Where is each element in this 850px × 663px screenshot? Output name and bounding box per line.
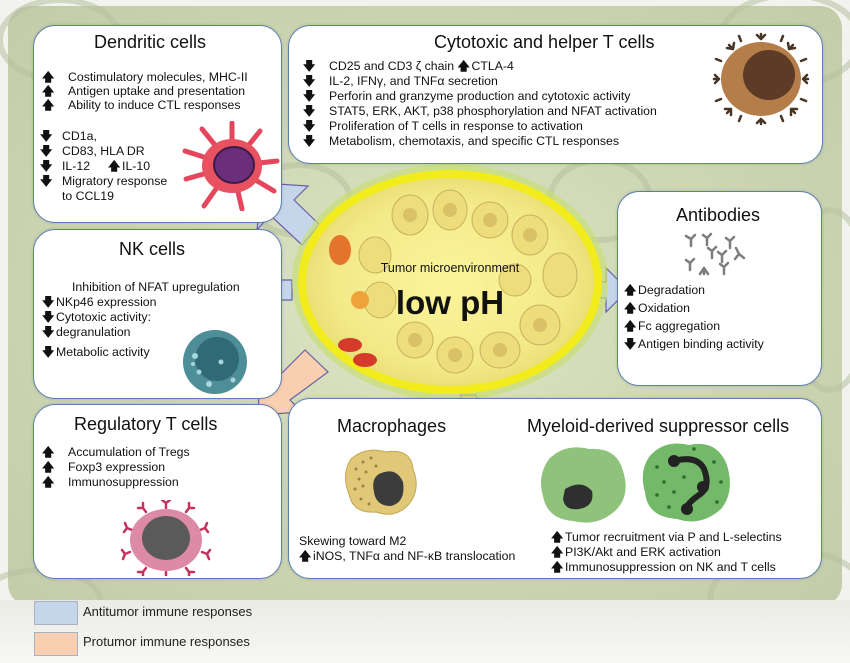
arrow-down-icon: 🡇	[303, 119, 316, 133]
list-item: 🡇IL-12🡅IL-10	[40, 159, 151, 173]
dendritic-cells-box: Dendritic cells 🡅Costimulatory molecules…	[33, 25, 282, 223]
list-item: 🡇Migratory response	[40, 174, 168, 188]
list-item: 🡇CD25 and CD3 ζ chain 🡅CTLA-4	[303, 59, 514, 73]
arrow-up-icon: 🡅	[42, 475, 55, 489]
arrow-down-icon: 🡇	[40, 144, 53, 158]
list-item: 🡅Foxp3 expression	[42, 460, 166, 474]
arrow-down-icon: 🡇	[303, 59, 316, 73]
list-item: 🡇Metabolic activity	[42, 345, 150, 359]
list-item: 🡇Metabolism, chemotaxis, and specific CT…	[303, 134, 620, 148]
list-item: 🡇CD83, HLA DR	[40, 144, 145, 158]
treg-cell-icon	[120, 500, 212, 576]
list-item: 🡅Fc aggregation	[624, 319, 721, 333]
list-item: 🡅Oxidation	[624, 301, 690, 315]
arrow-down-icon: 🡇	[40, 129, 53, 143]
arrow-down-icon: 🡇	[42, 295, 55, 309]
legend-label-antitumor: Antitumor immune responses	[83, 604, 253, 619]
macrophages-mdsc-box: Macrophages Myeloid-derived suppressor c…	[288, 398, 822, 579]
nk-cells-box: NK cells Inhibition of NFAT upregulation…	[33, 229, 282, 399]
arrow-down-icon: 🡇	[624, 337, 637, 351]
arrow-down-icon: 🡇	[303, 89, 316, 103]
list-item: Inhibition of NFAT upregulation	[72, 280, 240, 294]
list-item: 🡅Tumor recruitment via P and L-selectins	[551, 530, 782, 544]
dendritic-cell-icon	[182, 121, 280, 211]
regulatory-t-cells-box: Regulatory T cells 🡅Accumulation of Treg…	[33, 404, 282, 579]
list-item: 🡇CD1a,	[40, 129, 97, 143]
bottom-fade	[0, 600, 850, 663]
list-item: 🡇Perforin and granzyme production and cy…	[303, 89, 631, 103]
arrow-up-icon: 🡅	[42, 70, 55, 84]
mdsc-title: Myeloid-derived suppressor cells	[527, 416, 790, 436]
arrow-down-icon: 🡇	[42, 310, 55, 324]
center-title: low pH	[395, 284, 505, 321]
arrow-up-icon: 🡅	[551, 545, 564, 559]
legend-swatch-antitumor	[34, 601, 78, 625]
list-item: 🡅Accumulation of Tregs	[42, 445, 190, 459]
dendritic-title: Dendritic cells	[94, 32, 207, 52]
list-item: to CCL19	[62, 189, 114, 203]
list-item: 🡇Cytotoxic activity:	[42, 310, 151, 324]
list-item: 🡇STAT5, ERK, AKT, p38 phosphorylation an…	[303, 104, 657, 118]
macrophages-title: Macrophages	[337, 416, 447, 436]
arrow-down-icon: 🡇	[40, 174, 53, 188]
arrow-down-icon: 🡇	[42, 345, 55, 359]
list-item: 🡅PI3K/Akt and ERK activation	[551, 545, 721, 559]
tumor-cells-icon	[292, 164, 608, 400]
nk-title: NK cells	[119, 239, 186, 259]
t-cell-icon	[712, 32, 810, 126]
arrow-up-icon: 🡅	[551, 560, 564, 574]
mdsc-granulocytic-icon	[642, 443, 730, 522]
tcells-title: Cytotoxic and helper T cells	[434, 32, 655, 52]
nk-cell-icon	[183, 330, 247, 394]
macrophage-icon	[345, 449, 417, 515]
arrow-down-icon: 🡇	[303, 74, 316, 88]
list-item: 🡇NKp46 expression	[42, 295, 157, 309]
list-item: 🡅Degradation	[624, 283, 705, 297]
list-item: 🡅Antigen uptake and presentation	[42, 84, 246, 98]
arrow-down-icon: 🡇	[303, 104, 316, 118]
antibody-icon	[684, 232, 746, 276]
center-subtitle: Tumor microenvironment	[380, 261, 520, 275]
arrow-up-icon: 🡅	[42, 460, 55, 474]
legend-label-protumor: Protumor immune responses	[83, 634, 250, 649]
arrow-up-icon: 🡅	[42, 445, 55, 459]
list-item: 🡅Immunosuppression	[42, 475, 179, 489]
arrow-up-icon: 🡅	[624, 301, 637, 315]
arrow-up-icon: 🡅	[108, 159, 121, 173]
antibodies-title: Antibodies	[676, 205, 761, 225]
arrow-down-icon: 🡇	[40, 159, 53, 173]
arrow-up-icon: 🡅	[624, 319, 637, 333]
antibodies-box: Antibodies 🡅Degradation 🡅Oxidation 🡅Fc a…	[617, 191, 822, 386]
list-item: 🡅Costimulatory molecules, MHC-II	[42, 70, 248, 84]
list-item: Skewing toward M2	[299, 534, 407, 548]
arrow-up-icon: 🡅	[457, 59, 470, 73]
list-item: 🡅iNOS, TNFα and NF-κB translocation	[299, 549, 516, 563]
arrow-up-icon: 🡅	[42, 98, 55, 112]
arrow-up-icon: 🡅	[551, 530, 564, 544]
list-item: 🡇IL-2, IFNγ, and TNFα secretion	[303, 74, 498, 88]
legend-swatch-protumor	[34, 632, 78, 656]
tregs-title: Regulatory T cells	[74, 414, 218, 434]
list-item: 🡇degranulation	[42, 325, 131, 339]
arrow-down-icon: 🡇	[42, 325, 55, 339]
arrow-up-icon: 🡅	[42, 84, 55, 98]
list-item: 🡇Proliferation of T cells in response to…	[303, 119, 583, 133]
tumor-microenvironment: Tumor microenvironment low pH	[290, 160, 610, 405]
list-item: 🡅Immunosuppression on NK and T cells	[551, 560, 776, 574]
arrow-down-icon: 🡇	[303, 134, 316, 148]
arrow-up-icon: 🡅	[299, 549, 312, 563]
t-cells-box: Cytotoxic and helper T cells 🡇CD25 and C…	[288, 25, 823, 164]
arrow-up-icon: 🡅	[624, 283, 637, 297]
mdsc-cell-icon	[541, 447, 626, 523]
list-item: 🡇Antigen binding activity	[624, 337, 764, 351]
list-item: 🡅Ability to induce CTL responses	[42, 98, 241, 112]
